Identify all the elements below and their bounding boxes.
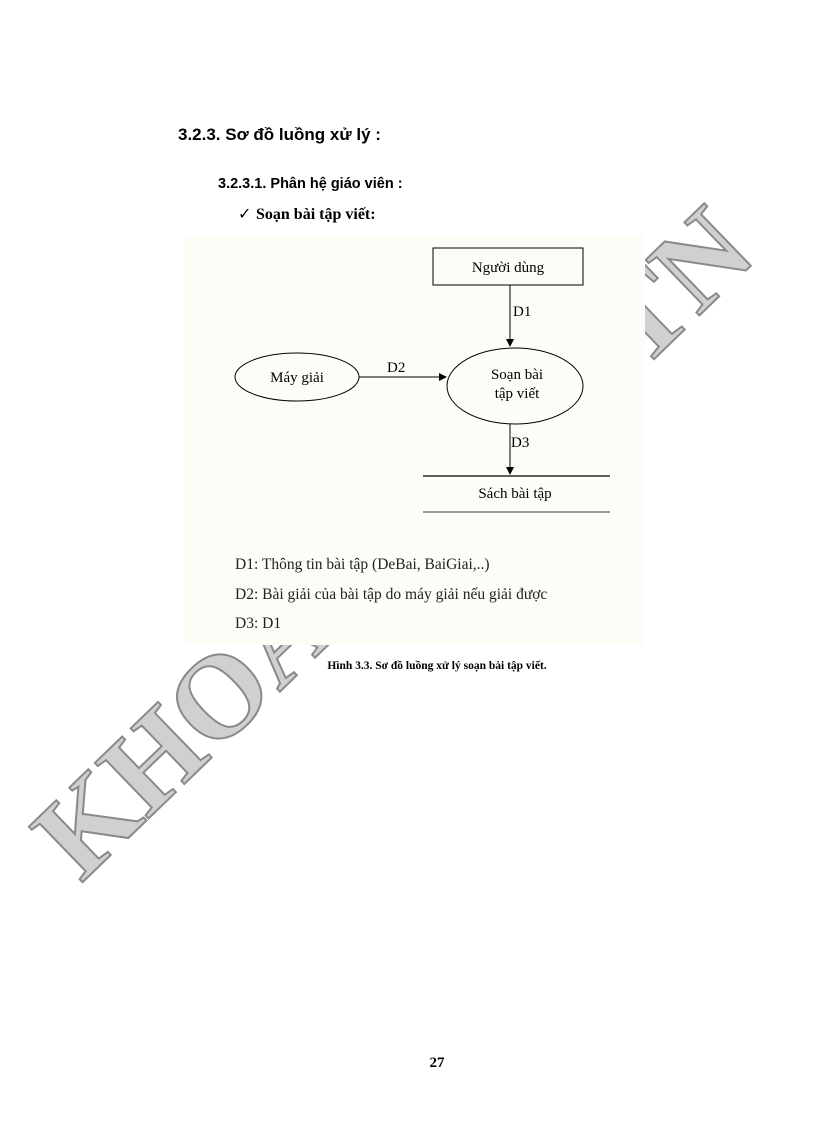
legend-d3: D3: D1 bbox=[235, 615, 282, 632]
figure-caption: Hình 3.3. Sơ đồ luồng xử lý soạn bài tập… bbox=[327, 660, 547, 672]
flow-d2-label: D2 bbox=[387, 360, 405, 376]
user-entity-box bbox=[432, 247, 584, 286]
legend-d1: D1: Thông tin bài tập (DeBai, BaiGiai,..… bbox=[235, 556, 490, 573]
flow-d1-label: D1 bbox=[513, 304, 531, 320]
section-heading: 3.2.3. Sơ đồ luồng xử lý : bbox=[178, 125, 381, 144]
main-process-label-line1: Soạn bài bbox=[491, 367, 543, 383]
subsection-heading: 3.2.3.1. Phân hệ giáo viên : bbox=[218, 176, 403, 192]
legend-d2: D2: Bài giải của bài tập do máy giải nếu… bbox=[235, 586, 548, 603]
checkmark-icon: ✓ bbox=[238, 206, 252, 223]
solver-process-label: Máy giải bbox=[270, 370, 324, 386]
data-store-label: Sách bài tập bbox=[478, 486, 551, 502]
figure-background bbox=[185, 235, 645, 645]
main-process-ellipse bbox=[446, 347, 584, 425]
data-flow-diagram: Người dùng D1 Máy giải D2 Soạn bài tập v… bbox=[234, 247, 610, 513]
bullet-text: Soạn bài tập viết: bbox=[256, 206, 376, 223]
flow-d3-label: D3 bbox=[511, 435, 529, 451]
bullet-item: ✓Soạn bài tập viết: bbox=[238, 204, 376, 224]
user-entity-label: Người dùng bbox=[472, 260, 545, 276]
main-process-label-line2: tập viết bbox=[495, 386, 540, 402]
page-number: 27 bbox=[429, 1055, 445, 1071]
